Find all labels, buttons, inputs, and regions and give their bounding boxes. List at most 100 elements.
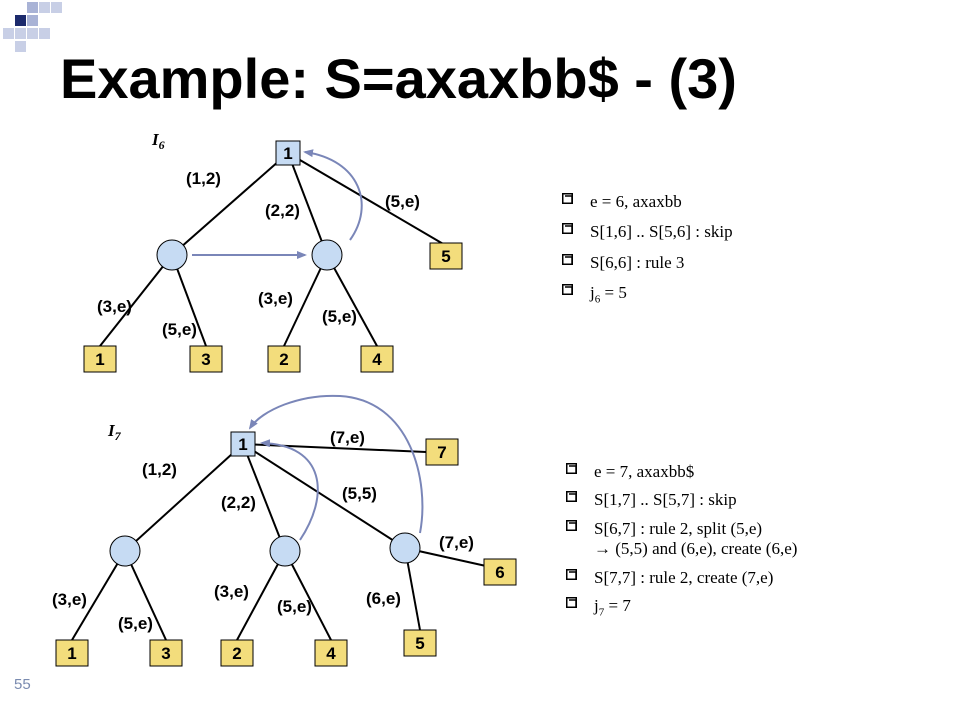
checkbox-bullet-icon [566,491,577,503]
edge-label: (5,e) [277,597,312,616]
checkbox-bullet-icon [566,519,577,531]
leaf-label: 4 [326,644,336,663]
tree-top-name: I6 [151,130,165,152]
checkbox-bullet-icon [562,193,573,204]
root-label: 1 [238,435,247,454]
tree-edge [242,443,286,552]
root-node [230,431,256,457]
note-item: S[1,7] .. S[5,7] : skip [566,490,797,510]
deco-square [15,15,26,26]
internal-node [156,239,188,271]
note-item: j6 = 5 [562,283,733,307]
leaf-node [360,345,394,373]
checkbox-bullet-icon [566,568,577,580]
note-item: e = 7, axaxbb$ [566,462,797,482]
note-text: S[1,6] .. S[5,6] : skip [590,222,733,242]
deco-square [27,28,38,39]
leaf-node [149,639,183,667]
tree-edge [326,254,378,347]
internal-node [311,239,343,271]
edge-label: (3,e) [258,289,293,308]
suffix-link-arrow [303,149,363,241]
note-text: j7 = 7 [594,595,631,619]
leaf-label: 1 [95,350,104,369]
leaf-label: 4 [372,350,382,369]
leaf-node [314,639,348,667]
tree-edge [171,254,207,347]
tree-edge [287,152,328,256]
leaf-node [189,345,223,373]
tree-edge [171,152,289,256]
notes-bottom: e = 7, axaxbb$ S[1,7] .. S[5,7] : skip S… [566,462,797,628]
leaf-node [83,345,117,373]
note-text: S[7,7] : rule 2, create (7,e) [594,567,774,587]
tree-top: I6 1 1 3 2 4 5 (1,2) (2,2) (5,e) (3,e) (… [83,130,463,373]
leaf-node [267,345,301,373]
tree-edge [71,550,126,641]
deco-square [51,2,62,13]
tree-edge [242,443,406,549]
root-node [275,140,301,166]
leaf-node [429,242,463,270]
edge-label: (1,2) [142,460,177,479]
deco-square [39,28,50,39]
note-item: S[6,6] : rule 3 [562,253,733,273]
edge-label: (7,e) [439,533,474,552]
leaf-node [403,629,437,657]
note-text: S[6,6] : rule 3 [590,252,685,272]
checkbox-bullet-icon [562,223,573,235]
note-text: j6 = 5 [590,283,627,306]
edge-label: (5,e) [385,192,420,211]
tree-edge [287,152,446,246]
deco-square [15,41,26,52]
leaf-label: 2 [232,644,241,663]
leaf-label: 3 [161,644,170,663]
corner-decoration [0,0,80,60]
leaf-label: 6 [495,563,504,582]
slide-number: 55 [14,676,31,693]
deco-square [3,28,14,39]
tree-edge [236,550,286,641]
note-text: e = 7, axaxbb$ [594,462,695,481]
checkbox-bullet-icon [566,596,577,608]
checkbox-bullet-icon [566,463,577,474]
edge-label: (3,e) [52,590,87,609]
edge-label: (7,e) [330,428,365,447]
tree-edge [284,550,332,641]
leaf-node [425,438,459,466]
deco-square [39,2,50,13]
tree-bottom-name: I7 [107,421,122,443]
deco-square [15,28,26,39]
tree-bottom: I7 1 1 3 2 4 5 6 7 [52,394,517,667]
edge-label: (2,2) [265,201,300,220]
note-item: S[7,7] : rule 2, create (7,e) [566,568,797,588]
tree-edge [99,254,173,347]
edge-label: (1,2) [186,169,221,188]
leaf-label: 5 [415,634,424,653]
note-item: S[6,7] : rule 2, split (5,e)→ (5,5) and … [566,519,797,560]
deco-square [27,15,38,26]
note-item: S[1,6] .. S[5,6] : skip [562,222,733,242]
leaf-node [55,639,89,667]
note-text: e = 6, axaxbb [590,192,682,211]
leaf-node [220,639,254,667]
note-text: S[6,7] : rule 2, split (5,e)→ (5,5) and … [594,518,798,559]
tree-edge [124,550,167,641]
notes-top: e = 6, axaxbb S[1,6] .. S[5,6] : skip S[… [562,192,733,317]
edge-label: (5,e) [162,320,197,339]
leaf-label: 1 [67,644,76,663]
leaf-node [483,558,517,586]
edge-label: (6,e) [366,589,401,608]
internal-node [109,535,141,567]
slide-title: Example: S=axaxbb$ - (3) [60,47,737,110]
tree-edge [242,443,427,453]
deco-square [27,2,38,13]
edge-label: (3,e) [214,582,249,601]
internal-node [269,535,301,567]
checkbox-bullet-icon [562,284,573,296]
checkbox-bullet-icon [562,253,573,265]
root-label: 1 [283,144,292,163]
edge-label: (5,e) [118,614,153,633]
leaf-label: 2 [279,350,288,369]
